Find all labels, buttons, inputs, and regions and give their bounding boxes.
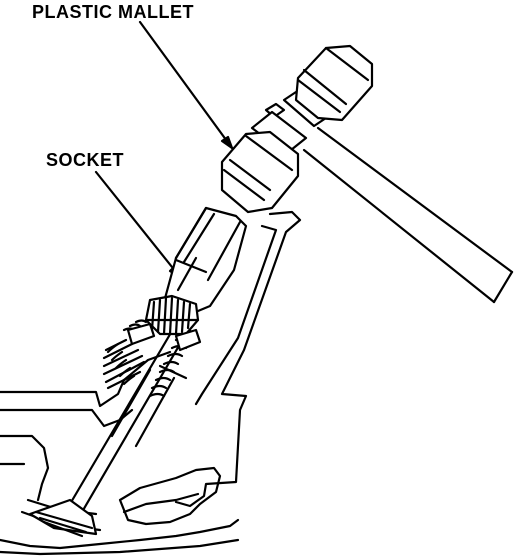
valve-spring-retainer [144, 294, 200, 336]
plastic-mallet [220, 44, 514, 304]
mallet-head-upper [294, 44, 374, 122]
valve [28, 312, 196, 538]
valve-spring-left [106, 342, 136, 386]
plastic-mallet-leader [138, 20, 234, 150]
socket [126, 206, 248, 352]
valve-guide [110, 364, 188, 448]
cylinder-head [0, 210, 302, 556]
mallet-handle [302, 126, 514, 304]
valve-keepers [126, 322, 202, 352]
socket-label: SOCKET [46, 150, 125, 170]
socket-leader [94, 170, 182, 279]
mallet-head-lower [220, 130, 300, 214]
plastic-mallet-label: PLASTIC MALLET [32, 2, 194, 22]
